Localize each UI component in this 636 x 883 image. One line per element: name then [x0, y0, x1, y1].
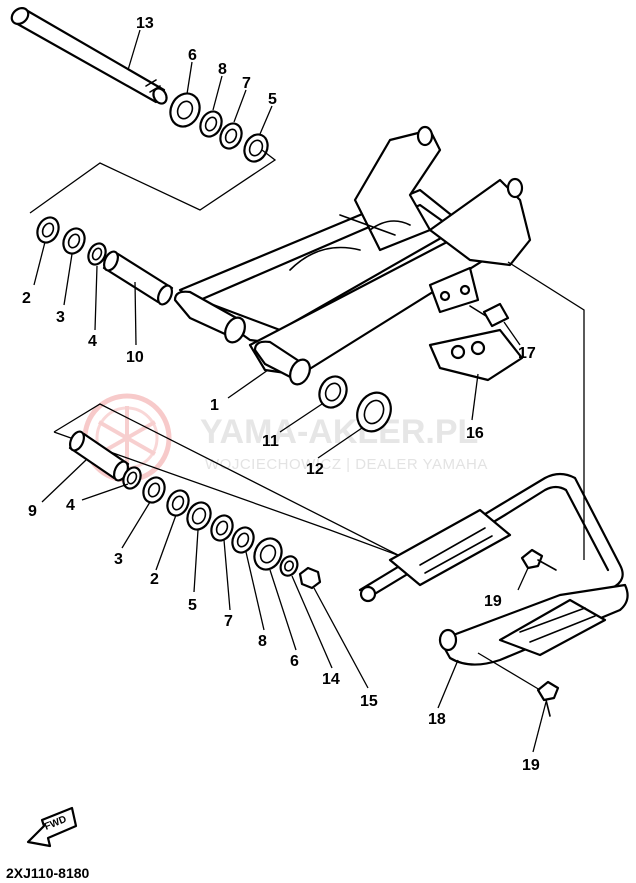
assembly-reference-line	[507, 261, 585, 560]
watermark-title: YAMA-AKLER.PL	[200, 413, 478, 451]
callout-19-lower: 19	[522, 757, 540, 774]
bushings-11-12	[318, 375, 392, 433]
callout-8: 8	[218, 61, 227, 78]
callout-17: 17	[518, 345, 536, 362]
lower-grouping-bracket-top	[53, 403, 401, 557]
diagram-code: 2XJ110-8180	[6, 865, 90, 881]
bolt-17	[469, 302, 510, 328]
callout-14: 14	[322, 671, 340, 688]
callout-3: 3	[56, 309, 65, 326]
leader-lines	[33, 29, 547, 753]
callout-12: 12	[306, 461, 324, 478]
callout-3-lower: 3	[114, 551, 123, 568]
callout-19-upper: 19	[484, 593, 502, 610]
callout-15: 15	[360, 693, 378, 710]
callout-7: 7	[242, 75, 251, 92]
callout-9: 9	[28, 503, 37, 520]
callout-8-lower: 8	[258, 633, 267, 650]
callout-6-lower: 6	[290, 653, 299, 670]
callout-16: 16	[466, 425, 484, 442]
assembly-reference-line-2	[477, 652, 541, 691]
callout-2-lower: 2	[150, 571, 159, 588]
fwd-arrow-icon: FWD	[26, 806, 78, 848]
upper-bearing-stack	[169, 92, 269, 163]
bolt-19-lower	[536, 680, 560, 717]
callout-4: 4	[88, 333, 97, 350]
callout-labels: 13 6 8 7 5 2 3 4 10 1 11 12 16 17 9 4 3 …	[22, 15, 540, 774]
watermark-subtitle: WOJCIECHOWICZ | DEALER YAMAHA	[205, 456, 488, 473]
chain-slider-16	[428, 328, 524, 382]
lower-grouping-bracket-bottom	[53, 431, 401, 557]
upper-left-bushing-stack	[36, 216, 174, 306]
bolt-19-upper	[520, 548, 557, 571]
callout-11: 11	[262, 433, 279, 450]
callout-5-lower: 5	[188, 597, 197, 614]
lower-bushing-stack	[68, 430, 322, 590]
callout-13: 13	[136, 15, 154, 32]
pivot-shaft-13	[10, 7, 168, 105]
callout-18: 18	[428, 711, 446, 728]
upper-grouping-bracket	[29, 149, 277, 214]
callout-5: 5	[268, 91, 277, 108]
callout-6: 6	[188, 47, 197, 64]
footrest-assembly-18	[358, 472, 629, 666]
callout-10: 10	[126, 349, 144, 366]
callout-1: 1	[210, 397, 219, 414]
callout-7-lower: 7	[224, 613, 233, 630]
callout-2: 2	[22, 290, 31, 307]
swingarm-1	[173, 125, 532, 386]
callout-4-lower: 4	[66, 497, 75, 514]
